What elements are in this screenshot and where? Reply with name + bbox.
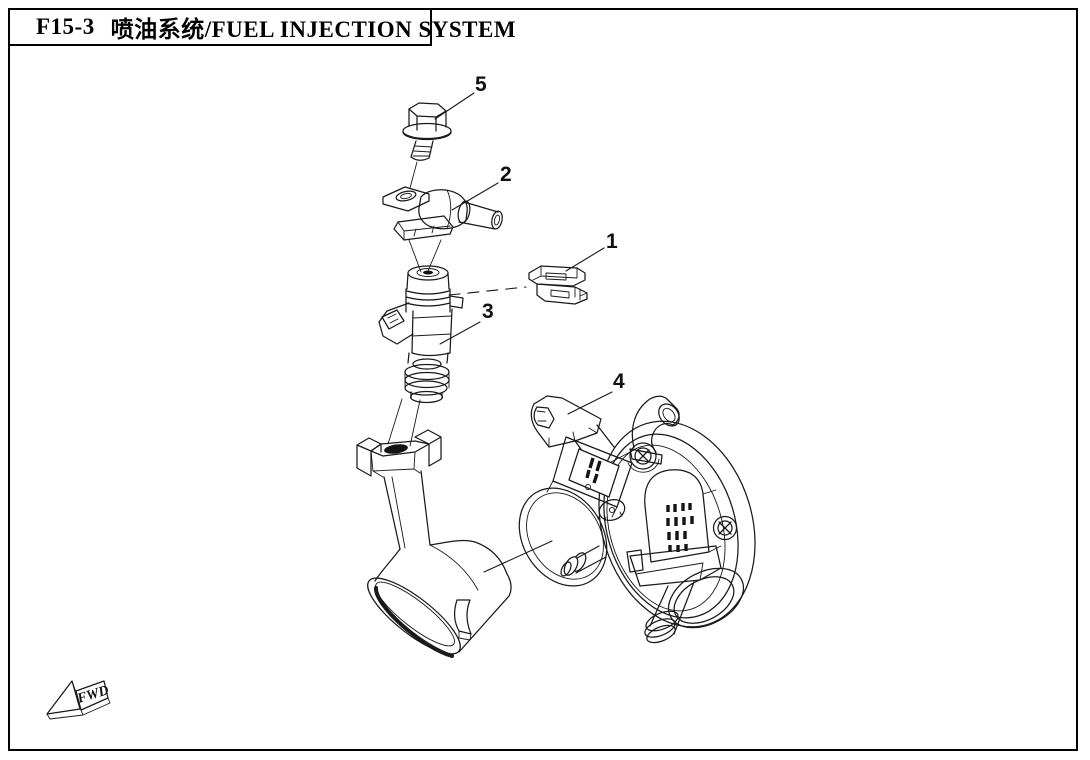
- page-border: [8, 8, 1078, 751]
- callout-3: 3: [482, 300, 494, 323]
- page-title: 喷油系统/FUEL INJECTION SYSTEM: [110, 17, 517, 42]
- section-code: F15-3: [36, 14, 95, 39]
- callout-2: 2: [500, 163, 512, 186]
- fuel-joint-drawing: [382, 186, 503, 241]
- callout-4: 4: [613, 370, 625, 393]
- title-block: F15-3 喷油系统/FUEL INJECTION SYSTEM: [8, 8, 516, 46]
- throttle-body-drawing: [518, 395, 756, 644]
- callout-1: 1: [606, 230, 618, 253]
- flange-bolt-drawing: [402, 102, 452, 161]
- leader-lines: [434, 92, 613, 573]
- fwd-label: FWD: [75, 683, 111, 707]
- wire-clip-drawing: [528, 265, 588, 305]
- assembly-centerlines: [387, 161, 442, 447]
- fwd-marker: FWD: [46, 680, 111, 720]
- intake-adapter-drawing: [356, 429, 512, 658]
- callout-5: 5: [475, 73, 487, 96]
- fuel-injector-drawing: [378, 265, 464, 404]
